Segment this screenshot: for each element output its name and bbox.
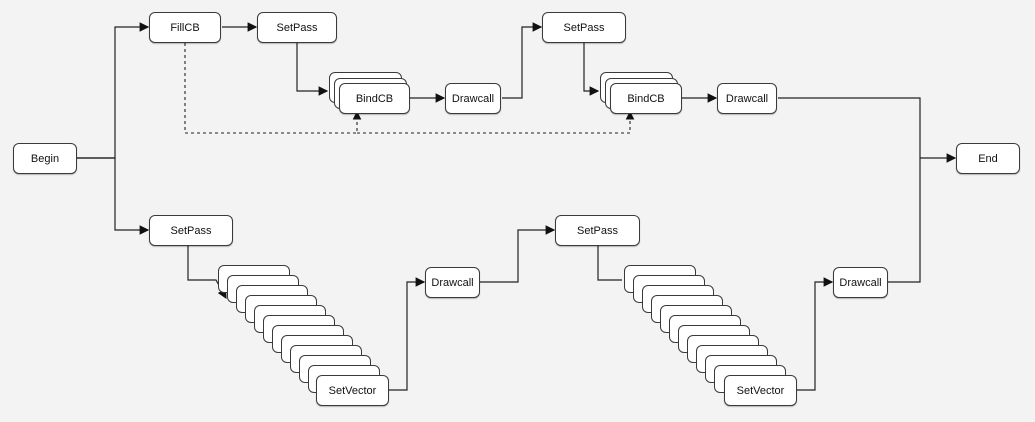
edge-drawcall-setpass-2 <box>502 22 543 99</box>
edge-begin-fillcb <box>77 22 150 159</box>
end-node[interactable]: End <box>956 143 1020 174</box>
begin-node[interactable]: Begin <box>13 143 77 174</box>
setvector-2-node[interactable]: SetVector <box>724 375 797 406</box>
setpass-bottom-1-node[interactable]: SetPass <box>149 215 233 246</box>
dashed-edge-fillcb-bindcb-1 <box>184 43 362 134</box>
edge-begin-setpass-bottom <box>77 157 150 235</box>
edge-drawcall-end-top <box>778 97 957 163</box>
setpass-top-1-node[interactable]: SetPass <box>257 12 337 43</box>
edge-setpass-setvector-2 <box>597 246 622 281</box>
dashed-edge-fillcb-bindcb-2 <box>357 110 635 134</box>
drawcall-top-1-node[interactable]: Drawcall <box>445 83 501 114</box>
edge-drawcall-setpass-bottom-2 <box>480 225 556 283</box>
fillcb-node[interactable]: FillCB <box>149 12 221 43</box>
drawcall-bottom-1-node[interactable]: Drawcall <box>425 267 480 298</box>
edge-drawcall-end-bottom <box>888 158 921 283</box>
edge-setpass-bindcb-1 <box>296 43 329 96</box>
edge-setvector-drawcall-2 <box>797 277 834 391</box>
setvector-1-node[interactable]: SetVector <box>316 375 389 406</box>
bindcb-2-node[interactable]: BindCB <box>610 83 682 114</box>
drawcall-bottom-2-node[interactable]: Drawcall <box>833 267 888 298</box>
drawcall-top-2-node[interactable]: Drawcall <box>717 83 777 114</box>
edge-setpass-bindcb-2 <box>583 43 600 96</box>
setpass-top-2-node[interactable]: SetPass <box>542 12 626 43</box>
setpass-bottom-2-node[interactable]: SetPass <box>555 215 640 246</box>
bindcb-1-node[interactable]: BindCB <box>339 83 410 114</box>
edge-setvector-drawcall-1 <box>389 277 426 391</box>
